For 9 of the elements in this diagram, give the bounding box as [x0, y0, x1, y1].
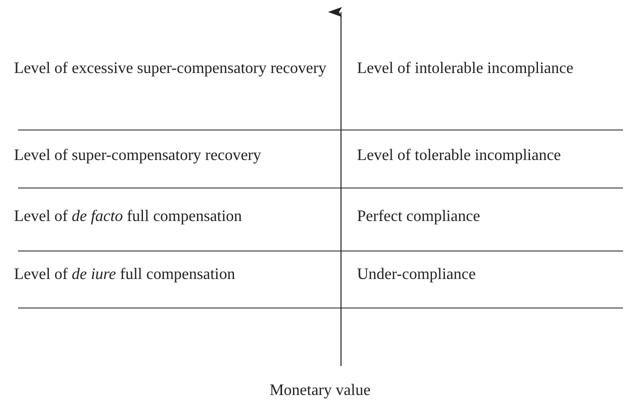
- level-label: Level of excessive super-compensatory recovery: [14, 59, 328, 79]
- level-label: Perfect compliance: [357, 207, 482, 227]
- level-label: Level of tolerable incompliance: [357, 146, 562, 166]
- level-label: Level of de iure full compensation: [14, 265, 236, 285]
- axis-label: Monetary value: [268, 381, 372, 401]
- level-label: Level of super-compensatory recovery: [14, 146, 262, 166]
- level-label: Level of intolerable incompliance: [357, 59, 574, 79]
- level-label: Under-compliance: [357, 265, 477, 285]
- level-label: Level of de facto full compensation: [14, 207, 243, 227]
